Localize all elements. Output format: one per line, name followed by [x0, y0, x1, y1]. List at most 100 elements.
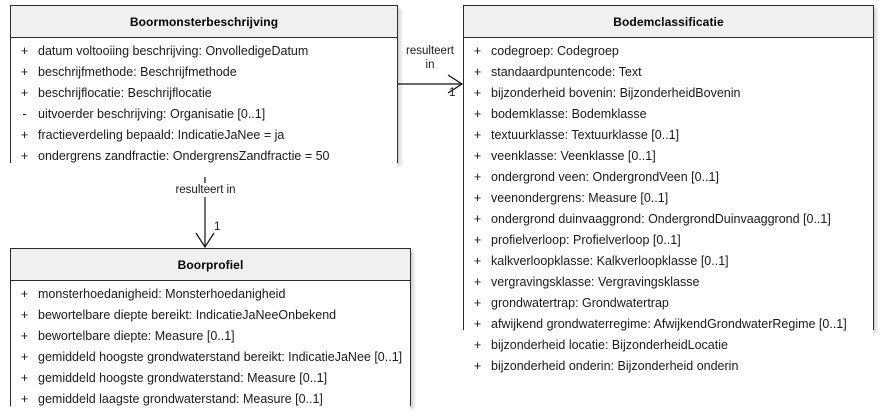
attribute-row[interactable]: + fractieverdeling bepaald: IndicatieJaNe…	[11, 128, 397, 149]
attribute-visibility-icon: +	[473, 254, 482, 268]
attribute-row[interactable]: + kalkverloopklasse: Kalkverloopklasse [0…	[464, 254, 873, 275]
attribute-visibility-icon: +	[473, 233, 482, 247]
class-attributes-boorprofiel: + monsterhoedanigheid: Monsterhoedanighei…	[11, 281, 410, 420]
attribute-row[interactable]: + bewortelbare diepte bereikt: IndicatieJ…	[11, 308, 410, 329]
attribute-visibility-icon: +	[20, 44, 29, 58]
class-title-boorprofiel: Boorprofiel	[11, 249, 410, 281]
attribute-visibility-icon: +	[473, 65, 482, 79]
attribute-label: bewortelbare diepte bereikt: IndicatieJa…	[38, 308, 337, 322]
attribute-visibility-icon: +	[473, 107, 482, 121]
attribute-row[interactable]: + veenondergrens: Measure [0..1]	[464, 191, 873, 212]
class-title-bodemclassificatie: Bodemclassificatie	[464, 6, 873, 38]
attribute-label: fractieverdeling bepaald: IndicatieJaNee…	[38, 128, 285, 142]
attribute-label: afwijkend grondwaterregime: AfwijkendGro…	[491, 317, 847, 331]
attribute-label: uitvoerder beschrijving: Organisatie [0.…	[38, 107, 266, 121]
class-title-boormonsterbeschrijving: Boormonsterbeschrijving	[11, 6, 397, 38]
attribute-row[interactable]: + bijzonderheid onderin: Bijzonderheid on…	[464, 359, 873, 380]
attribute-row[interactable]: + beschrijflocatie: Beschrijflocatie	[11, 86, 397, 107]
attribute-row[interactable]: + ondergrens zandfractie: OndergrensZandf…	[11, 149, 397, 170]
attribute-visibility-icon: +	[473, 296, 482, 310]
attribute-row[interactable]: + textuurklasse: Textuurklasse [0..1]	[464, 128, 873, 149]
attribute-row[interactable]: + codegroep: Codegroep	[464, 44, 873, 65]
class-attributes-boormonsterbeschrijving: + datum voltooiing beschrijving: Onvolled…	[11, 38, 397, 177]
attribute-label: profielverloop: Profielverloop [0..1]	[491, 233, 681, 247]
diagram-canvas: resulteert in 1 resulteert in 1 Boormons…	[10, 5, 874, 420]
attribute-label: bewortelbare diepte: Measure [0..1]	[38, 329, 235, 343]
connector-multiplicity-bodemclassificatie: 1	[449, 87, 456, 99]
attribute-visibility-icon: +	[20, 287, 29, 301]
attribute-visibility-icon: +	[473, 191, 482, 205]
attribute-label: gemiddeld laagste grondwaterstand: Measu…	[38, 392, 323, 406]
attribute-row[interactable]: + profielverloop: Profielverloop [0..1]	[464, 233, 873, 254]
connector-label-boorprofiel: resulteert in	[158, 183, 253, 197]
attribute-label: standaardpuntencode: Text	[491, 65, 642, 79]
attribute-label: bijzonderheid onderin: Bijzonderheid ond…	[491, 359, 739, 373]
attribute-visibility-icon: +	[473, 86, 482, 100]
attribute-label: grondwatertrap: Grondwatertrap	[491, 296, 669, 310]
attribute-label: codegroep: Codegroep	[491, 44, 619, 58]
attribute-visibility-icon: +	[473, 44, 482, 58]
attribute-visibility-icon: +	[20, 371, 29, 385]
attribute-visibility-icon: +	[473, 338, 482, 352]
attribute-visibility-icon: +	[20, 86, 29, 100]
attribute-visibility-icon: +	[20, 329, 29, 343]
attribute-label: vergravingsklasse: Vergravingsklasse	[491, 275, 700, 289]
attribute-label: beschrijflocatie: Beschrijflocatie	[38, 86, 212, 100]
attribute-row[interactable]: + ondergrond veen: OndergrondVeen [0..1]	[464, 170, 873, 191]
attribute-label: monsterhoedanigheid: Monsterhoedanigheid	[38, 287, 286, 301]
attribute-label: datum voltooiing beschrijving: Onvolledi…	[38, 44, 309, 58]
connector-arrowhead-boorprofiel	[195, 232, 215, 249]
attribute-visibility-icon: +	[473, 212, 482, 226]
attribute-visibility-icon: +	[473, 359, 482, 373]
attribute-label: bijzonderheid locatie: BijzonderheidLoca…	[491, 338, 728, 352]
attribute-label: kalkverloopklasse: Kalkverloopklasse [0.…	[491, 254, 729, 268]
attribute-row[interactable]: -uitvoerder beschrijving: Organisatie [0…	[11, 107, 397, 128]
attribute-label: veenklasse: Veenklasse [0..1]	[491, 149, 656, 163]
attribute-row[interactable]: + bodemklasse: Bodemklasse	[464, 107, 873, 128]
uml-class-bodemclassificatie[interactable]: Bodemclassificatie+codegroep: Codegroep+…	[463, 5, 874, 387]
class-attributes-bodemclassificatie: + codegroep: Codegroep + standaardpuntencod…	[464, 38, 873, 387]
attribute-row[interactable]: + vergravingsklasse: Vergravingsklasse	[464, 275, 873, 296]
attribute-label: ondergrond duinvaaggrond: OndergrondDuin…	[491, 212, 831, 226]
attribute-row[interactable]: + datum voltooiing beschrijving: Onvolled…	[11, 44, 397, 65]
attribute-label: textuurklasse: Textuurklasse [0..1]	[491, 128, 680, 142]
attribute-row[interactable]: + bijzonderheid bovenin: BijzonderheidBov…	[464, 86, 873, 107]
attribute-label: ondergrens zandfractie: OndergrensZandfr…	[38, 149, 330, 163]
attribute-visibility-icon: +	[20, 392, 29, 406]
attribute-visibility-icon: -	[22, 107, 27, 121]
attribute-visibility-icon: +	[20, 65, 29, 79]
attribute-row[interactable]: + gemiddeld laagste grondwaterstand: Meas…	[11, 392, 410, 413]
attribute-visibility-icon: +	[20, 149, 29, 163]
attribute-label: veenondergrens: Measure [0..1]	[491, 191, 669, 205]
attribute-label: beschrijfmethode: Beschrijfmethode	[38, 65, 237, 79]
attribute-row[interactable]: + beschrijfmethode: Beschrijfmethode	[11, 65, 397, 86]
attribute-label: bijzonderheid bovenin: BijzonderheidBove…	[491, 86, 741, 100]
attribute-visibility-icon: +	[20, 308, 29, 322]
attribute-label: bodemklasse: Bodemklasse	[491, 107, 647, 121]
connector-label-bodemclassificatie: resulteert in	[399, 44, 461, 72]
attribute-visibility-icon: +	[20, 350, 29, 364]
attribute-visibility-icon: +	[473, 149, 482, 163]
attribute-row[interactable]: + gemiddeld hoogste grondwaterstand berei…	[11, 350, 410, 371]
attribute-row[interactable]: + veenklasse: Veenklasse [0..1]	[464, 149, 873, 170]
attribute-label: ondergrond veen: OndergrondVeen [0..1]	[491, 170, 719, 184]
attribute-row[interactable]: + ondergrond duinvaaggrond: OndergrondDui…	[464, 212, 873, 233]
connector-label-line2: in	[425, 59, 435, 71]
uml-class-boorprofiel[interactable]: Boorprofiel + monsterhoedanigheid: Monster…	[10, 248, 411, 420]
attribute-row[interactable]: + bewortelbare diepte: Measure [0..1]	[11, 329, 410, 350]
attribute-row[interactable]: + monsterhoedanigheid: Monsterhoedanighei…	[11, 287, 410, 308]
attribute-label: gemiddeld hoogste grondwaterstand bereik…	[38, 350, 403, 364]
attribute-row[interactable]: + bijzonderheid locatie: BijzonderheidLoc…	[464, 338, 873, 359]
connector-label-line1: resulteert	[406, 45, 454, 57]
attribute-visibility-icon: +	[473, 275, 482, 289]
attribute-row[interactable]: + standaardpuntencode: Text	[464, 65, 873, 86]
attribute-visibility-icon: +	[20, 128, 29, 142]
uml-class-boormonsterbeschrijving[interactable]: Boormonsterbeschrijving + datum voltooiing…	[10, 5, 398, 177]
connector-multiplicity-boorprofiel: 1	[214, 221, 221, 233]
attribute-row[interactable]: +afwijkend grondwaterregime: AfwijkendGr…	[464, 317, 873, 338]
attribute-visibility-icon: +	[473, 128, 482, 142]
attribute-row[interactable]: + gemiddeld hoogste grondwaterstand: Meas…	[11, 371, 410, 392]
attribute-visibility-icon: +	[473, 170, 482, 184]
attribute-row[interactable]: + grondwatertrap: Grondwatertrap	[464, 296, 873, 317]
attribute-label: gemiddeld hoogste grondwaterstand: Measu…	[38, 371, 328, 385]
